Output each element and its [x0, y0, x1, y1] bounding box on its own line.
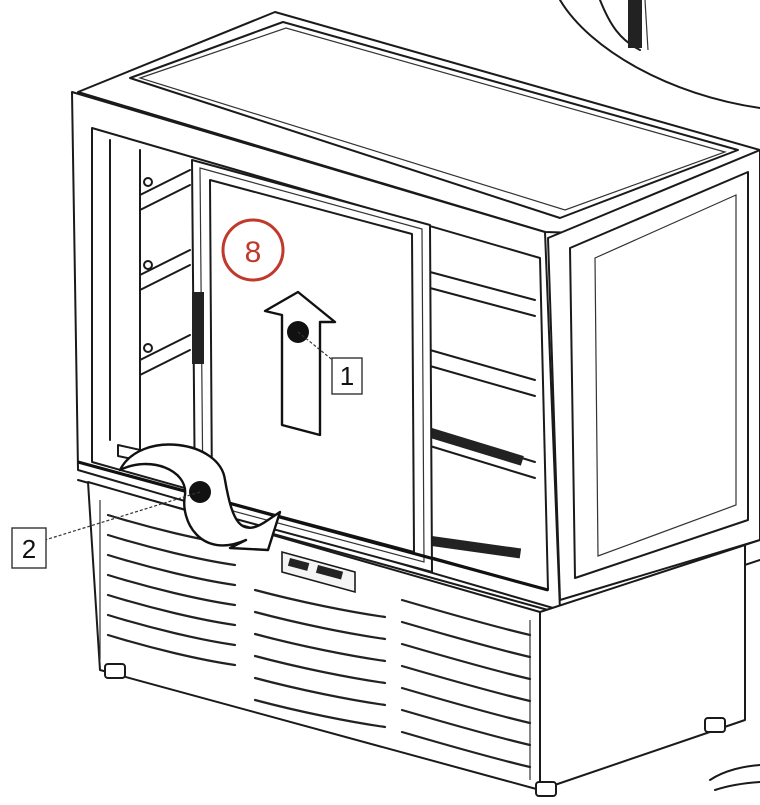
- step-badge: 8: [221, 218, 285, 282]
- step-badge-circle: [221, 218, 285, 282]
- callout-2: 2: [11, 481, 211, 569]
- cabinet-feet: [104, 663, 726, 797]
- right-side-panel: [547, 149, 760, 601]
- callout-1: 1: [287, 321, 363, 395]
- right-shelves: [429, 271, 536, 559]
- callout-2-label: 2: [22, 534, 36, 564]
- callout-1-label: 1: [340, 361, 354, 391]
- up-arrow-icon: [263, 290, 337, 437]
- detail-fragment: [709, 764, 760, 791]
- detail-view-circle: [559, 0, 760, 109]
- callout-2-box: [11, 527, 47, 569]
- door-handle: [192, 292, 204, 364]
- left-shelves: [109, 139, 191, 471]
- louvers-middle: [253, 588, 387, 729]
- control-panel: [281, 550, 356, 594]
- step-badge-label: 8: [245, 236, 262, 269]
- louvers-right: [400, 598, 532, 769]
- callout-1-box: [331, 357, 363, 395]
